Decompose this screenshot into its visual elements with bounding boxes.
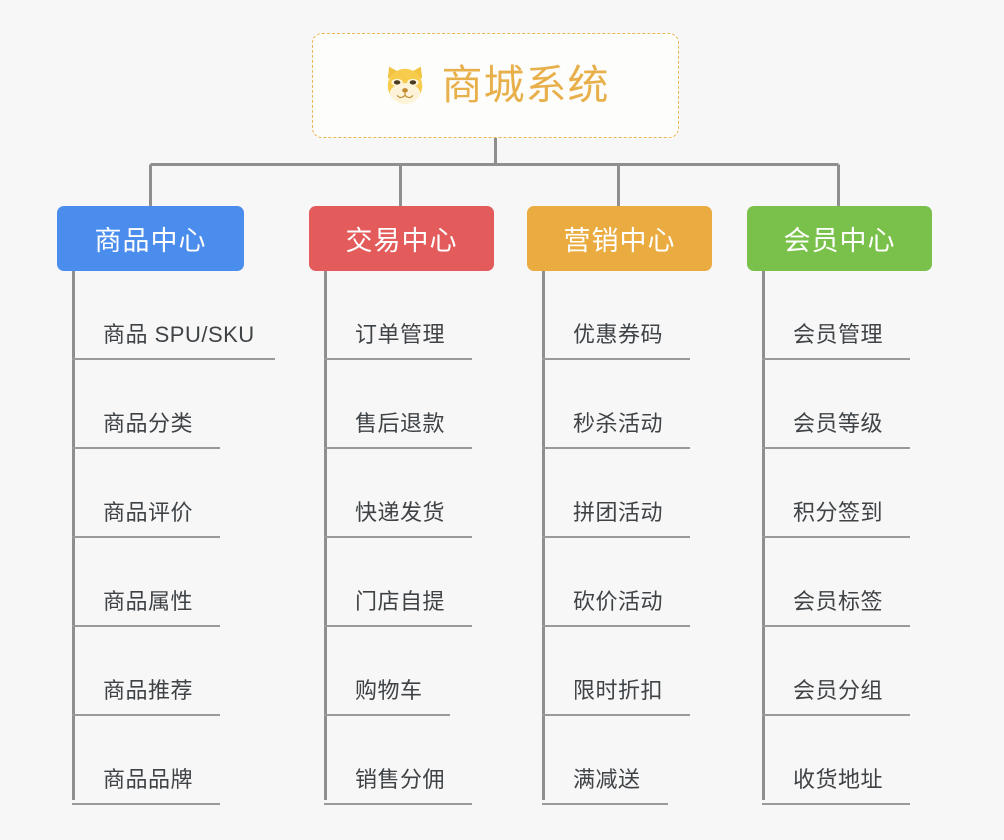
leaf-label: 商品品牌 (103, 767, 194, 792)
leaf-label: 拼团活动 (573, 500, 664, 525)
category-header-4[interactable]: 会员中心 (747, 206, 932, 271)
leaf-label: 秒杀活动 (573, 411, 664, 436)
leaf-underline (542, 803, 668, 805)
leaf-item[interactable]: 收货地址 (747, 716, 967, 805)
leaf-item[interactable]: 商品分类 (57, 360, 287, 449)
leaf-underline (542, 358, 690, 360)
leaf-underline (324, 625, 472, 627)
leaf-item[interactable]: 积分签到 (747, 449, 967, 538)
leaf-item[interactable]: 优惠券码 (527, 271, 747, 360)
column-spine-4 (762, 271, 765, 800)
leaf-underline (762, 803, 910, 805)
leaf-stack-4: 会员管理 会员等级 积分签到 会员标签 会员分组 收货地址 (747, 271, 967, 805)
column-spine-3 (542, 271, 545, 800)
category-header-1[interactable]: 商品中心 (57, 206, 244, 271)
leaf-item[interactable]: 限时折扣 (527, 627, 747, 716)
leaf-label: 商品推荐 (103, 678, 194, 703)
leaf-label: 会员管理 (793, 322, 884, 347)
leaf-underline (762, 447, 910, 449)
leaf-item[interactable]: 快递发货 (309, 449, 529, 538)
leaf-item[interactable]: 会员分组 (747, 627, 967, 716)
leaf-underline (762, 714, 910, 716)
leaf-stack-1: 商品 SPU/SKU 商品分类 商品评价 商品属性 商品推荐 商品品牌 (57, 271, 287, 805)
leaf-underline (324, 803, 472, 805)
leaf-label: 商品评价 (103, 500, 194, 525)
leaf-label: 商品 SPU/SKU (103, 322, 255, 347)
root-title: 商城系统 (441, 62, 610, 108)
leaf-item[interactable]: 拼团活动 (527, 449, 747, 538)
leaf-label: 会员标签 (793, 589, 884, 614)
leaf-stack-2: 订单管理 售后退款 快递发货 门店自提 购物车 销售分佣 (309, 271, 529, 805)
leaf-item[interactable]: 秒杀活动 (527, 360, 747, 449)
leaf-label: 门店自提 (355, 589, 446, 614)
root-node[interactable]: 商城系统 (312, 33, 679, 138)
leaf-label: 商品分类 (103, 411, 194, 436)
category-column-4: 会员中心 (747, 206, 932, 271)
leaf-label: 购物车 (355, 678, 423, 703)
leaf-item[interactable]: 会员管理 (747, 271, 967, 360)
leaf-label: 销售分佣 (355, 767, 446, 792)
category-header-2[interactable]: 交易中心 (309, 206, 494, 271)
leaf-item[interactable]: 满减送 (527, 716, 747, 805)
leaf-item[interactable]: 购物车 (309, 627, 529, 716)
leaf-label: 限时折扣 (573, 678, 664, 703)
leaf-underline (72, 625, 220, 627)
leaf-item[interactable]: 商品 SPU/SKU (57, 271, 287, 360)
leaf-underline (324, 358, 472, 360)
leaf-label: 商品属性 (103, 589, 194, 614)
leaf-item[interactable]: 商品属性 (57, 538, 287, 627)
leaf-label: 会员等级 (793, 411, 884, 436)
leaf-label: 优惠券码 (573, 322, 664, 347)
leaf-label: 满减送 (573, 767, 641, 792)
leaf-item[interactable]: 商品评价 (57, 449, 287, 538)
leaf-label: 快递发货 (355, 500, 446, 525)
leaf-item[interactable]: 会员标签 (747, 538, 967, 627)
leaf-underline (72, 536, 220, 538)
shiba-dog-face-icon (387, 66, 422, 104)
leaf-underline (72, 714, 220, 716)
leaf-item[interactable]: 商品推荐 (57, 627, 287, 716)
leaf-underline (324, 536, 472, 538)
leaf-underline (542, 625, 690, 627)
column-spine-2 (324, 271, 327, 800)
leaf-label: 砍价活动 (573, 589, 664, 614)
leaf-underline (542, 714, 690, 716)
category-header-3[interactable]: 营销中心 (527, 206, 712, 271)
leaf-underline (72, 358, 275, 360)
leaf-underline (324, 714, 450, 716)
leaf-label: 售后退款 (355, 411, 446, 436)
leaf-underline (542, 447, 690, 449)
leaf-underline (324, 447, 472, 449)
leaf-label: 订单管理 (355, 322, 446, 347)
category-column-2: 交易中心 (309, 206, 494, 271)
leaf-underline (72, 803, 220, 805)
leaf-item[interactable]: 会员等级 (747, 360, 967, 449)
category-column-3: 营销中心 (527, 206, 712, 271)
leaf-label: 积分签到 (793, 500, 884, 525)
leaf-item[interactable]: 销售分佣 (309, 716, 529, 805)
leaf-underline (542, 536, 690, 538)
leaf-underline (72, 447, 220, 449)
leaf-item[interactable]: 售后退款 (309, 360, 529, 449)
leaf-underline (762, 625, 910, 627)
leaf-stack-3: 优惠券码 秒杀活动 拼团活动 砍价活动 限时折扣 满减送 (527, 271, 747, 805)
leaf-item[interactable]: 门店自提 (309, 538, 529, 627)
leaf-underline (762, 536, 910, 538)
leaf-item[interactable]: 砍价活动 (527, 538, 747, 627)
leaf-label: 会员分组 (793, 678, 884, 703)
category-column-1: 商品中心 (57, 206, 244, 271)
leaf-underline (762, 358, 910, 360)
leaf-item[interactable]: 订单管理 (309, 271, 529, 360)
leaf-label: 收货地址 (793, 767, 884, 792)
column-spine-1 (72, 271, 75, 800)
leaf-item[interactable]: 商品品牌 (57, 716, 287, 805)
